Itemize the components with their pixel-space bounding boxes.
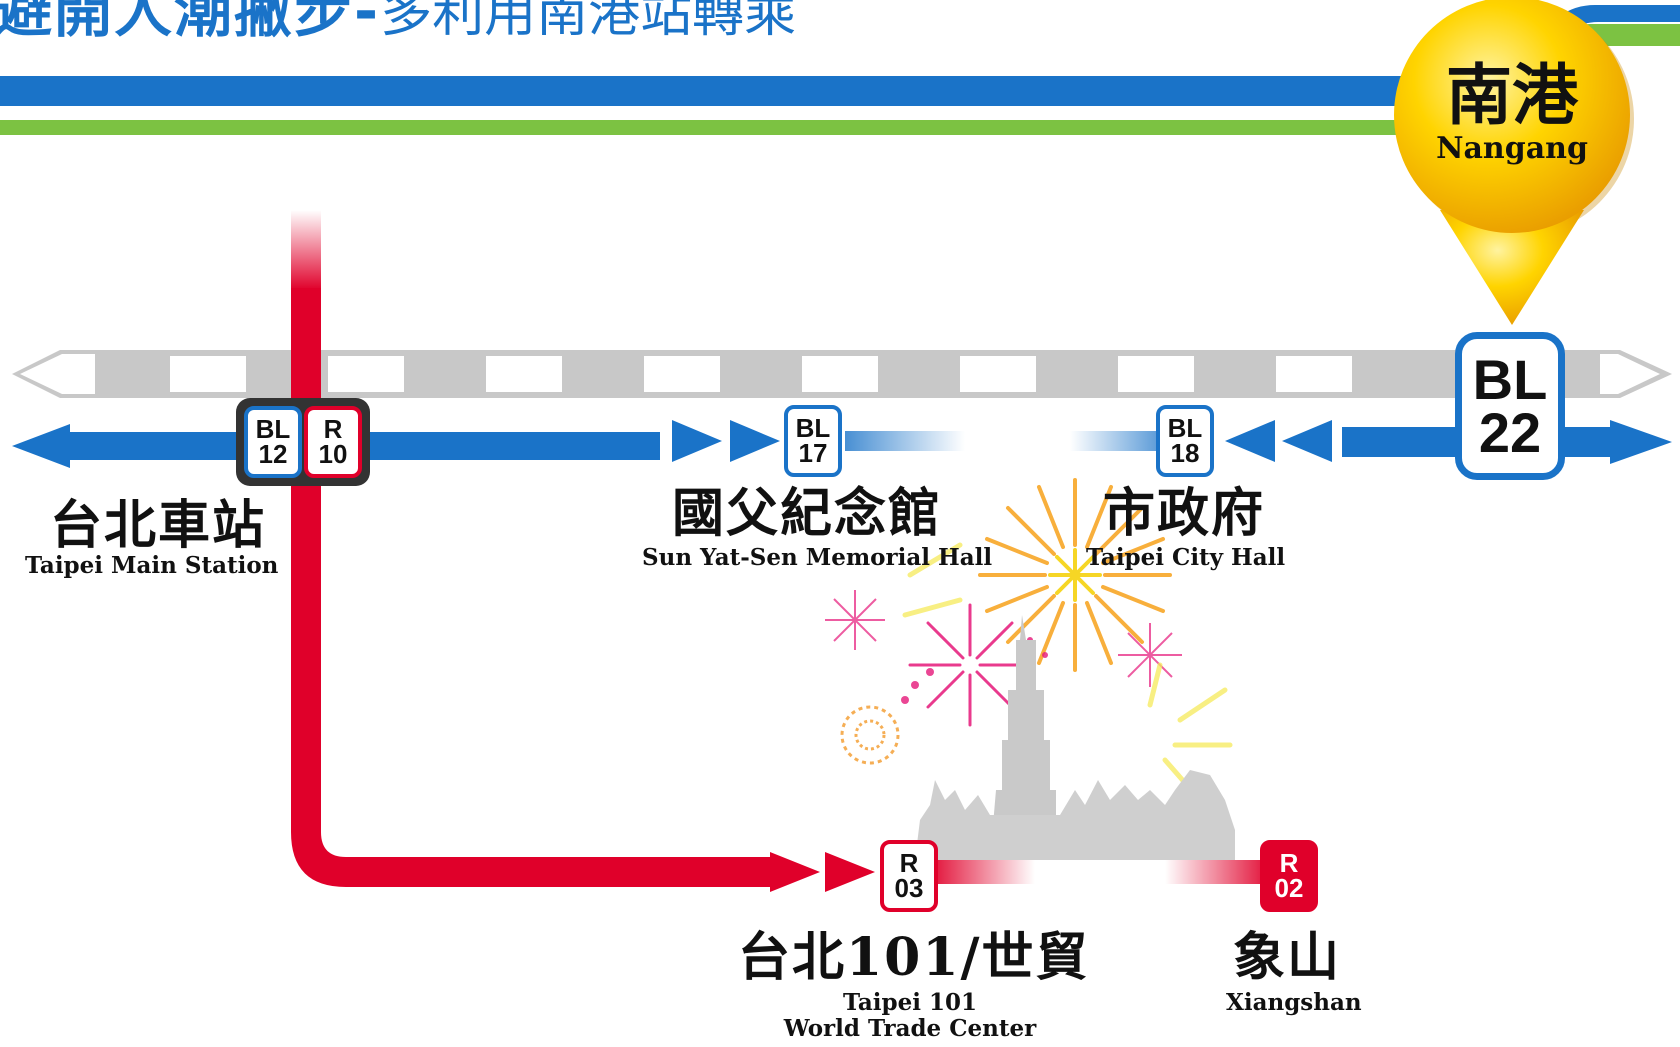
badge-bl22[interactable]: BL 22: [1455, 332, 1565, 480]
top-blue-band: [0, 76, 1450, 106]
station-xiangshan-en: Xiangshan: [1226, 989, 1362, 1016]
blue-arrow-4: [1282, 420, 1332, 462]
rail-ties: [170, 356, 1352, 392]
badge-bl17-line: BL: [795, 413, 831, 444]
badge-r03[interactable]: R 03: [880, 840, 938, 912]
station-taipei-101-en: Taipei 101 World Trade Center: [780, 989, 1040, 1043]
badge-bl12-num: 12: [258, 439, 288, 469]
headline: 避開人潮撇步-多利用南港站轉乘: [0, 0, 796, 40]
nangang-label[interactable]: 南港 Nangang: [1412, 62, 1612, 164]
nangang-pin: [1394, 0, 1634, 325]
headline-bold: 避開人潮撇步-: [0, 0, 381, 45]
badge-bl17-num: 17: [798, 438, 828, 468]
red-arrow-2: [825, 852, 875, 892]
firework-dots: [901, 637, 1048, 704]
rail-end-right: [1600, 354, 1660, 394]
blue-fade-before-bl18: [1070, 431, 1170, 451]
badge-bl12[interactable]: BL 12: [244, 406, 302, 478]
firework-magenta: [908, 603, 1032, 727]
badge-bl18-line: BL: [1167, 413, 1203, 444]
badge-r02[interactable]: R 02: [1260, 840, 1318, 912]
red-line: [291, 210, 1265, 892]
blue-arrow-3: [1225, 420, 1275, 462]
top-blue-curve: [1500, 5, 1680, 70]
pin-pointer: [1440, 210, 1584, 325]
badge-r10-line: R: [323, 414, 343, 445]
badge-r02-num: 02: [1274, 873, 1304, 903]
station-city-hall-zh[interactable]: 市政府: [1103, 483, 1266, 544]
fireworks-illustration: [825, 478, 1235, 860]
blue-arrow-1: [672, 420, 722, 462]
station-sun-yat-sen-en: Sun Yat-Sen Memorial Hall: [642, 544, 993, 571]
badge-r10[interactable]: R 10: [304, 406, 362, 478]
station-city-hall-en: Taipei City Hall: [1086, 544, 1286, 571]
station-xiangshan-zh[interactable]: 象山: [1233, 927, 1342, 988]
firework-small-orange: [840, 705, 900, 765]
red-arrow-1: [770, 852, 820, 892]
station-sun-yat-sen-zh[interactable]: 國父紀念館: [672, 483, 943, 544]
red-fade-before-r02: [1165, 860, 1265, 884]
railway-track: [12, 350, 1672, 398]
badge-bl12-line: BL: [255, 414, 291, 445]
headline-light: 多利用南港站轉乘: [380, 0, 797, 44]
badge-bl17[interactable]: BL 17: [784, 405, 842, 477]
rail-end-left: [20, 354, 95, 394]
badge-r03-line: R: [899, 848, 919, 879]
pin-head: [1394, 0, 1630, 233]
firework-pink-small: [825, 590, 885, 650]
top-green-band: [0, 120, 1450, 135]
red-line-fade-top: [291, 210, 321, 290]
station-taipei-main-zh[interactable]: 台北車站: [50, 495, 267, 556]
blue-fade-after-bl17: [845, 431, 965, 451]
nangang-zh: 南港: [1446, 56, 1578, 134]
badge-r02-line: R: [1279, 848, 1299, 879]
station-taipei-101-en-line1: Taipei 101: [842, 989, 978, 1016]
firework-pink-right: [1118, 623, 1182, 687]
badge-bl18[interactable]: BL 18: [1156, 405, 1214, 477]
crowd-silhouette: [915, 770, 1235, 860]
badge-r10-num: 10: [318, 439, 348, 469]
taipei-101-tower: [990, 615, 1056, 860]
station-taipei-101-zh[interactable]: 台北101/世貿: [738, 927, 1090, 988]
station-taipei-main-en: Taipei Main Station: [25, 552, 279, 579]
blue-arrow-2: [730, 420, 780, 462]
station-taipei-101-en-line2: World Trade Center: [783, 1015, 1037, 1043]
badge-bl18-num: 18: [1170, 438, 1200, 468]
badge-bl22-line: BL: [1472, 347, 1548, 411]
nangang-en: Nangang: [1436, 131, 1588, 166]
badge-bl22-num: 22: [1478, 401, 1542, 464]
red-fade-after-r03: [935, 860, 1035, 884]
badge-r03-num: 03: [894, 873, 924, 903]
